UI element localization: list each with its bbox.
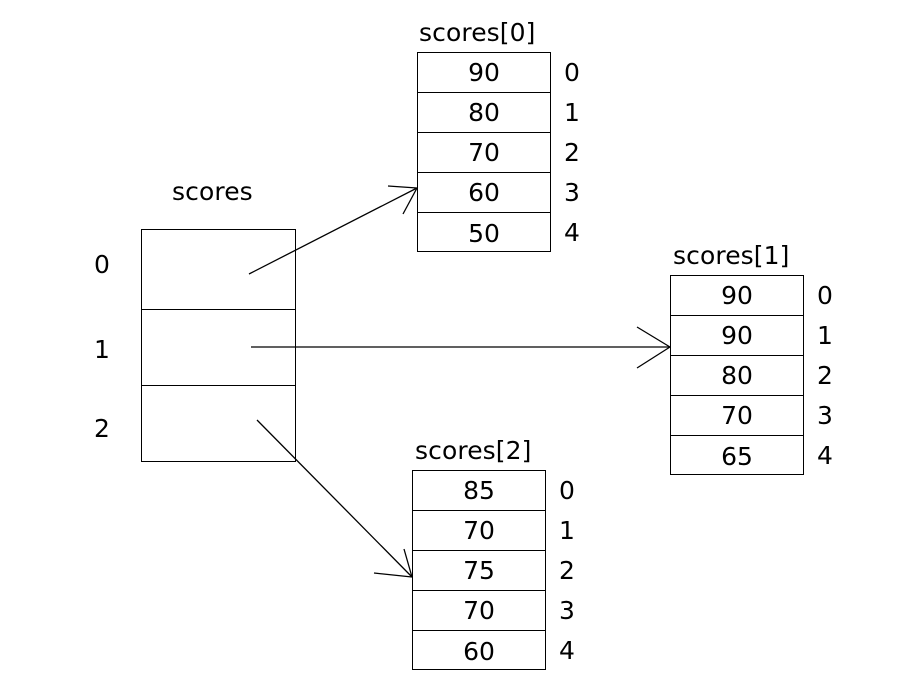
sub-array-2-cell-1[interactable]: 70 — [413, 511, 545, 551]
sub-array-0-cell-3[interactable]: 60 — [418, 173, 550, 213]
pointer-index-label-2: 2 — [94, 414, 110, 443]
sub-array-0-box: 90 80 70 60 50 — [417, 52, 551, 252]
sub-array-0-cell-1[interactable]: 80 — [418, 93, 550, 133]
sub-array-0-cell-4[interactable]: 50 — [468, 218, 500, 248]
sub-array-1-cell-3[interactable]: 70 — [671, 396, 803, 436]
pointer-cell-1[interactable] — [142, 310, 295, 386]
sub-array-1-box: 90 90 80 70 65 — [670, 275, 804, 475]
pointer-cell-0[interactable] — [142, 230, 295, 310]
sub-array-1-index-4: 4 — [817, 441, 833, 470]
arrow-scores-1-to-scores1 — [251, 326, 671, 369]
sub-array-0-index-2: 2 — [564, 138, 580, 167]
sub-array-1-cell-0[interactable]: 90 — [671, 276, 803, 316]
sub-array-2-cell-3[interactable]: 70 — [413, 591, 545, 631]
sub-array-2-title: scores[2] — [415, 436, 532, 465]
sub-array-2-index-1: 1 — [559, 516, 575, 545]
sub-array-1-cell-2[interactable]: 80 — [671, 356, 803, 396]
sub-array-2-index-0: 0 — [559, 476, 575, 505]
sub-array-2-index-2: 2 — [559, 556, 575, 585]
pointer-index-label-1: 1 — [94, 335, 110, 364]
sub-array-0-title: scores[0] — [419, 18, 536, 47]
sub-array-0-index-4: 4 — [564, 218, 580, 247]
pointer-index-label-0: 0 — [94, 250, 110, 279]
pointer-cell-2[interactable] — [142, 386, 295, 461]
sub-array-1-title: scores[1] — [673, 241, 790, 270]
sub-array-2-cell-4[interactable]: 60 — [463, 636, 495, 666]
sub-array-1-index-0: 0 — [817, 281, 833, 310]
sub-array-0-index-3: 3 — [564, 178, 580, 207]
sub-array-1-index-3: 3 — [817, 401, 833, 430]
sub-array-1-cell-1[interactable]: 90 — [671, 316, 803, 356]
pointer-array-box — [141, 229, 296, 462]
pointer-array-title: scores — [172, 177, 253, 206]
sub-array-2-index-3: 3 — [559, 596, 575, 625]
sub-array-0-cell-0[interactable]: 90 — [418, 53, 550, 93]
sub-array-1-index-2: 2 — [817, 361, 833, 390]
sub-array-1-cell-4[interactable]: 65 — [721, 441, 753, 471]
sub-array-0-cell-2[interactable]: 70 — [418, 133, 550, 173]
sub-array-0-index-0: 0 — [564, 58, 580, 87]
sub-array-2-cell-2[interactable]: 75 — [413, 551, 545, 591]
sub-array-1-index-1: 1 — [817, 321, 833, 350]
sub-array-2-cell-0[interactable]: 85 — [413, 471, 545, 511]
sub-array-2-box: 85 70 75 70 60 — [412, 470, 546, 670]
sub-array-2-index-4: 4 — [559, 636, 575, 665]
sub-array-0-index-1: 1 — [564, 98, 580, 127]
